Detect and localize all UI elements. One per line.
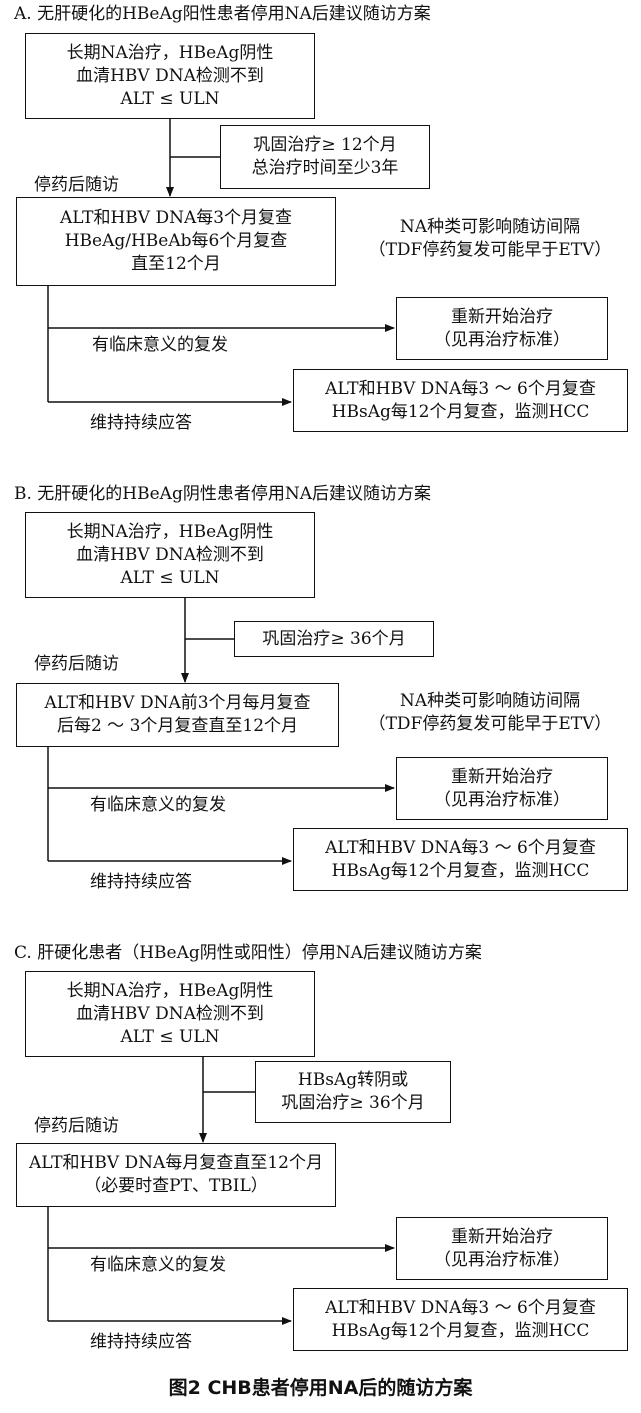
section-c-condition-box: HBsAg转阴或 巩固治疗≥ 36个月 [255,1061,451,1123]
section-c-monitor-box: ALT和HBV DNA每3 ～ 6个月复查 HBsAg每12个月复查，监测HCC [293,1288,628,1351]
section-a-monitor-line-1: ALT和HBV DNA每3 ～ 6个月复查 [325,378,596,399]
section-a-monitor-box: ALT和HBV DNA每3 ～ 6个月复查 HBsAg每12个月复查，监测HCC [293,369,628,432]
section-a-followup-line-1: ALT和HBV DNA每3个月复查 [59,208,293,228]
section-a-sustain-label: 维持持续应答 [90,413,192,433]
section-c-followup-box: ALT和HBV DNA每月复查直至12个月 （必要时查PT、TBIL） [16,1143,336,1207]
section-c-retreat-line-2: （见再治疗标准） [434,1249,570,1270]
section-c-stop-label: 停药后随访 [34,1116,119,1136]
section-a-monitor-line-2: HBsAg每12个月复查，监测HCC [331,401,590,422]
section-b-retreat-line-1: 重新开始治疗 [451,766,553,787]
section-a-followup-line-3: 直至12个月 [131,254,221,274]
section-b-start-line-3: ALT ≤ ULN [120,567,220,588]
section-c-start-line-1: 长期NA治疗，HBeAg阴性 [66,980,274,1001]
section-b-start-line-1: 长期NA治疗，HBeAg阴性 [66,521,274,542]
section-a-condition-line-1: 巩固治疗≥ 12个月 [253,135,397,155]
section-b-followup-line-2: 后每2 ～ 3个月复查直至12个月 [56,716,299,736]
section-a-followup-line-2: HBeAg/HBeAb每6个月复查 [64,231,288,251]
section-a-retreat-box: 重新开始治疗 （见再治疗标准） [396,297,608,360]
section-c-sustain-label: 维持持续应答 [90,1332,192,1352]
section-b-retreat-box: 重新开始治疗 （见再治疗标准） [396,757,608,820]
section-b-start-box: 长期NA治疗，HBeAg阴性 血清HBV DNA检测不到 ALT ≤ ULN [25,512,315,598]
section-b-followup-box: ALT和HBV DNA前3个月每月复查 后每2 ～ 3个月复查直至12个月 [16,683,339,747]
section-a-followup-box: ALT和HBV DNA每3个月复查 HBeAg/HBeAb每6个月复查 直至12… [16,197,336,286]
section-b-condition-line-1: 巩固治疗≥ 36个月 [262,628,406,649]
section-b-note: NA种类可影响随访间隔 （TDF停药复发可能早于ETV） [345,690,635,736]
section-b-monitor-box: ALT和HBV DNA每3 ～ 6个月复查 HBsAg每12个月复查，监测HCC [293,828,628,891]
section-b-start-line-2: 血清HBV DNA检测不到 [76,544,264,565]
section-a-start-line-3: ALT ≤ ULN [120,88,220,109]
section-a-note-line-2: （TDF停药复发可能早于ETV） [368,240,612,260]
section-c-start-box: 长期NA治疗，HBeAg阴性 血清HBV DNA检测不到 ALT ≤ ULN [25,971,315,1057]
section-a-retreat-line-2: （见再治疗标准） [434,329,570,350]
section-b-title: B. 无肝硬化的HBeAg阴性患者停用NA后建议随访方案 [14,484,431,504]
section-b-note-line-1: NA种类可影响随访间隔 [399,691,581,711]
section-c-start-line-2: 血清HBV DNA检测不到 [76,1003,264,1024]
section-a-start-box: 长期NA治疗，HBeAg阴性 血清HBV DNA检测不到 ALT ≤ ULN [25,33,315,119]
section-b-sustain-label: 维持持续应答 [90,872,192,892]
section-c-condition-line-2: 巩固治疗≥ 36个月 [281,1093,425,1113]
section-a-start-line-1: 长期NA治疗，HBeAg阴性 [66,42,274,63]
section-a-retreat-line-1: 重新开始治疗 [451,306,553,327]
section-a-stop-label: 停药后随访 [34,175,119,195]
section-a-condition-box: 巩固治疗≥ 12个月 总治疗时间至少3年 [220,125,430,189]
section-c-retreat-line-1: 重新开始治疗 [451,1226,553,1247]
section-c-retreat-box: 重新开始治疗 （见再治疗标准） [396,1217,608,1280]
section-b-note-line-2: （TDF停药复发可能早于ETV） [368,714,612,734]
section-b-followup-line-1: ALT和HBV DNA前3个月每月复查 [44,693,311,713]
section-b-monitor-line-2: HBsAg每12个月复查，监测HCC [331,860,590,881]
section-c-condition-line-1: HBsAg转阴或 [297,1070,409,1090]
figure-caption: 图2 CHB患者停用NA后的随访方案 [168,1377,473,1399]
section-c-followup-line-1: ALT和HBV DNA每月复查直至12个月 [29,1153,323,1173]
section-c-monitor-line-2: HBsAg每12个月复查，监测HCC [331,1320,590,1341]
section-a-note: NA种类可影响随访间隔 （TDF停药复发可能早于ETV） [345,216,635,262]
section-c-followup-line-2: （必要时查PT、TBIL） [84,1176,268,1196]
section-a-condition-line-2: 总治疗时间至少3年 [251,158,399,178]
section-b-retreat-line-2: （见再治疗标准） [434,789,570,810]
section-c-monitor-line-1: ALT和HBV DNA每3 ～ 6个月复查 [325,1297,596,1318]
section-c-title: C. 肝硬化患者（HBeAg阴性或阳性）停用NA后建议随访方案 [14,943,482,963]
section-a-note-line-1: NA种类可影响随访间隔 [399,217,581,237]
section-b-stop-label: 停药后随访 [34,654,119,674]
section-b-condition-box: 巩固治疗≥ 36个月 [234,621,434,657]
section-a-relapse-label: 有临床意义的复发 [92,335,228,355]
section-c-start-line-3: ALT ≤ ULN [120,1026,220,1047]
section-b-relapse-label: 有临床意义的复发 [90,795,226,815]
section-b-monitor-line-1: ALT和HBV DNA每3 ～ 6个月复查 [325,837,596,858]
section-c-relapse-label: 有临床意义的复发 [90,1255,226,1275]
section-a-start-line-2: 血清HBV DNA检测不到 [76,65,264,86]
section-a-title: A. 无肝硬化的HBeAg阳性患者停用NA后建议随访方案 [14,4,431,24]
